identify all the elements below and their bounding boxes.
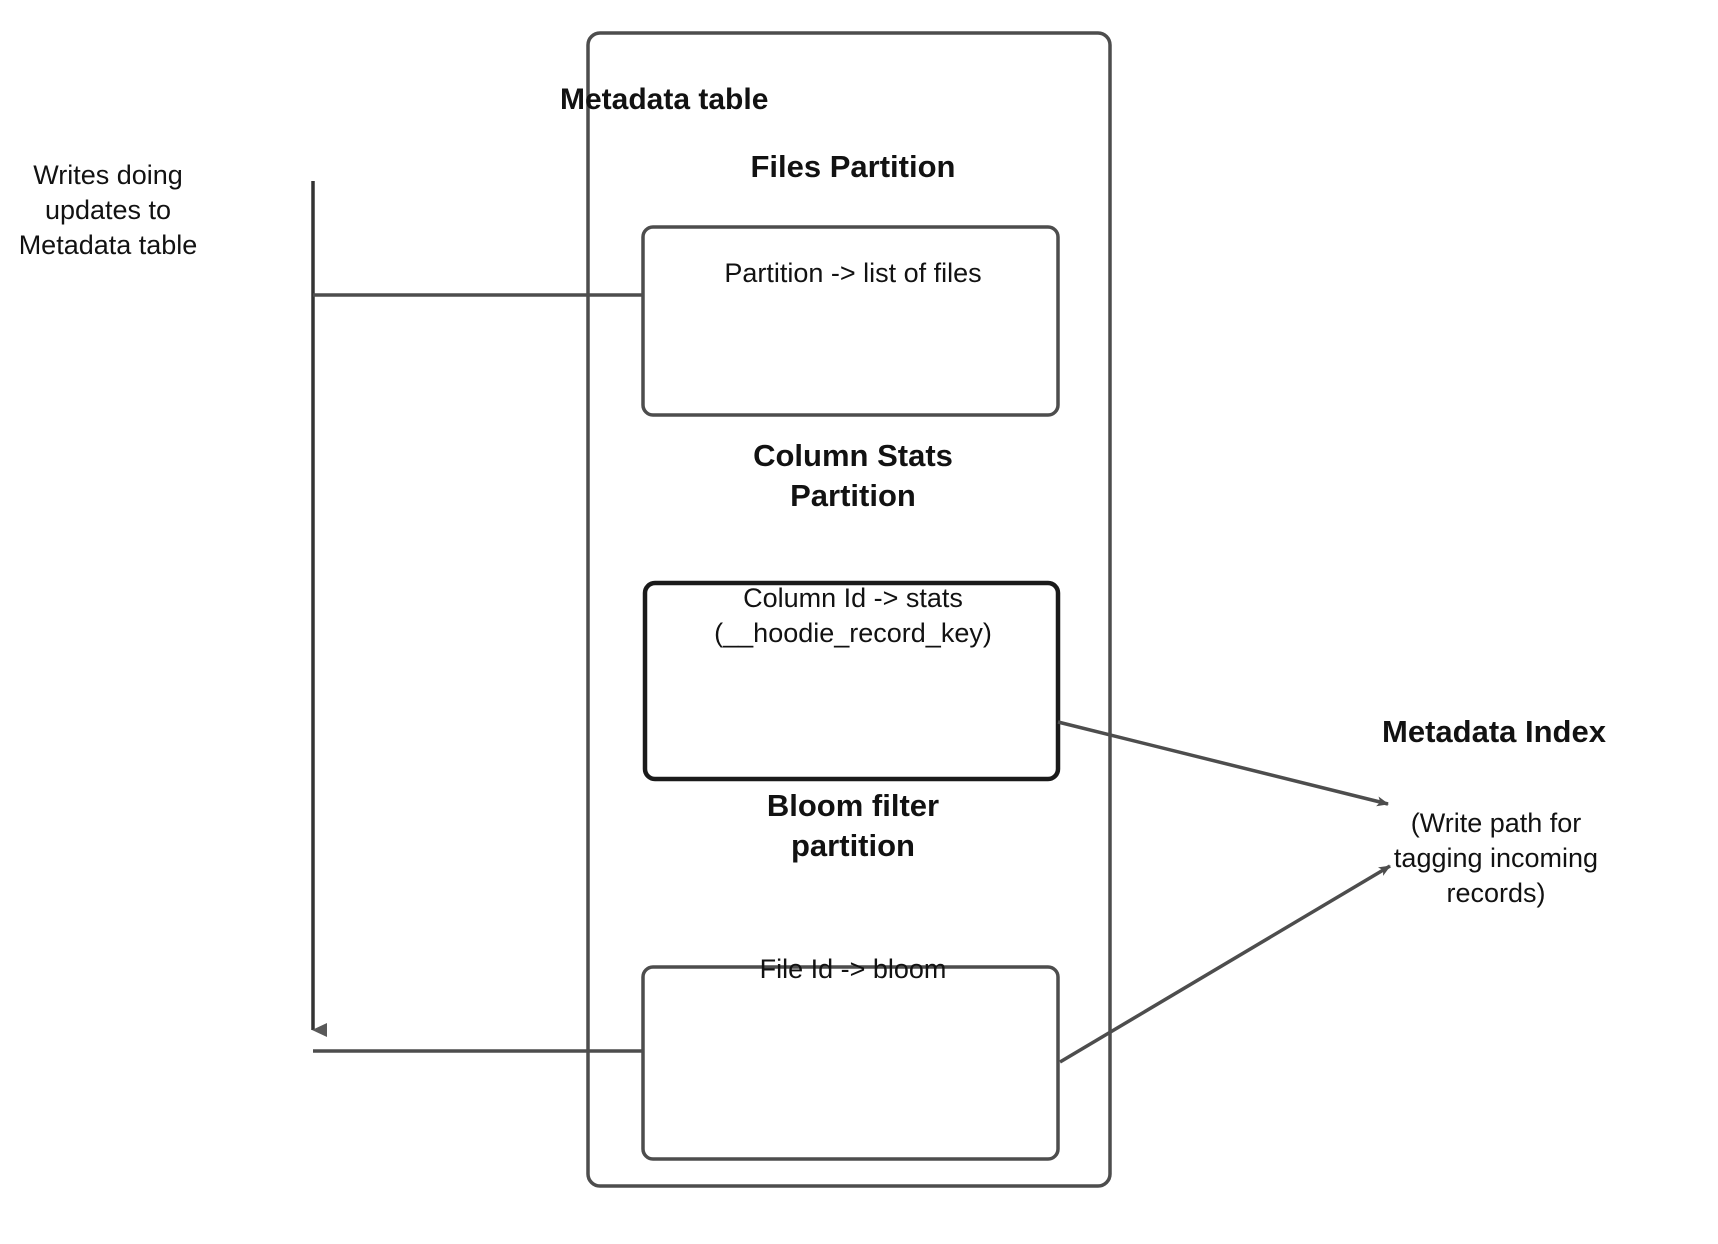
bloom-filter-partition-box xyxy=(641,965,1060,1161)
column-stats-partition-heading: Column Stats Partition xyxy=(753,438,953,514)
files-partition-heading: Files Partition xyxy=(750,149,956,184)
metadata-index-title: Metadata Index xyxy=(1382,714,1606,749)
metadata-table-title: Metadata table xyxy=(560,83,769,116)
bloom-filter-partition-box-label: File Id -> bloom xyxy=(759,954,947,984)
bloom-filter-partition-heading: Bloom filter partition xyxy=(766,788,940,864)
files-partition-box-label: Partition -> list of files xyxy=(724,258,982,288)
writes-annotation-label: Writes doing updates to Metadata table xyxy=(18,160,198,261)
column-stats-partition-box-label: Column Id -> stats (__hoodie_record_key) xyxy=(714,583,992,649)
metadata-index-caption: (Write path for tagging incoming records… xyxy=(1393,808,1599,909)
